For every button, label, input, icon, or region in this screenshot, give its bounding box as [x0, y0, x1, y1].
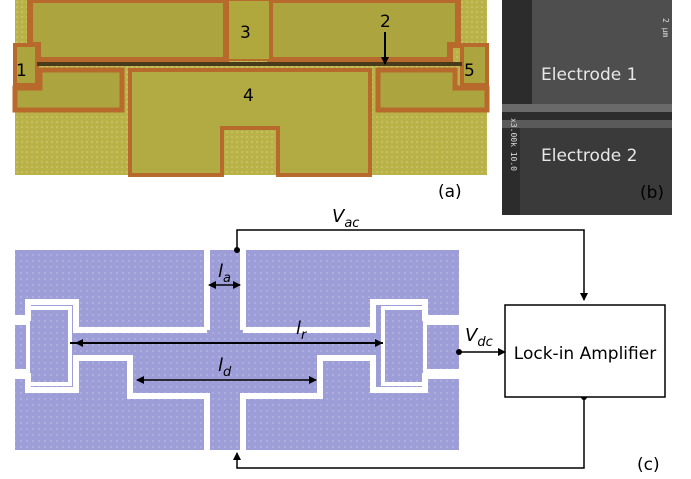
vac-node	[234, 247, 240, 253]
return-wire	[233, 397, 585, 469]
ld-label: ld	[218, 355, 232, 380]
lower-left-electrode	[12, 67, 125, 113]
top-right-electrode	[267, 0, 461, 63]
marker-1: 1	[16, 61, 27, 81]
panel-c-schematic	[15, 250, 459, 450]
electrode-3	[227, 0, 271, 61]
vac-wire	[236, 229, 588, 301]
left-pad-outline	[26, 306, 72, 386]
marker-2: 2	[380, 12, 391, 32]
marker-5: 5	[464, 61, 475, 81]
vdc-node	[456, 349, 462, 355]
la-label: la	[218, 261, 231, 286]
gap-top-vertical	[204, 250, 246, 330]
sem-corner-text: 2 μm	[661, 18, 670, 37]
sem-gap-bottom	[502, 120, 672, 128]
panel-b-label: (b)	[640, 183, 664, 203]
panel-c-label: (c)	[637, 455, 660, 475]
schematic-substrate	[15, 250, 459, 450]
channel-line	[37, 62, 462, 66]
marker-3: 3	[240, 23, 251, 43]
lock-in-amplifier-label: Lock-in Amplifier	[514, 344, 656, 364]
vac-label: Vac	[332, 206, 359, 231]
panel-a-micrograph	[12, 0, 490, 177]
panel-a-label: (a)	[438, 182, 462, 202]
lr-label: lr	[296, 318, 308, 343]
vdc-label: Vdc	[465, 325, 493, 350]
sem-gap-top	[502, 104, 672, 112]
marker-4: 4	[243, 86, 254, 106]
sem-electrode-1	[532, 0, 672, 108]
sem-side-text: x3.00k 10.0	[509, 118, 518, 171]
top-left-electrode	[27, 0, 229, 63]
lock-in-amplifier-box	[504, 304, 666, 398]
right-pad-outline	[381, 306, 427, 386]
electrode-1-label: Electrode 1	[541, 65, 637, 85]
pad-leads	[15, 319, 459, 375]
lower-right-electrode	[375, 67, 490, 113]
sem-electrode-2	[520, 128, 672, 215]
electrode-2-label: Electrode 2	[541, 146, 637, 166]
panel-b-sem	[502, 0, 672, 215]
gap-upper-channel	[15, 299, 459, 333]
electrode-4	[128, 68, 372, 177]
